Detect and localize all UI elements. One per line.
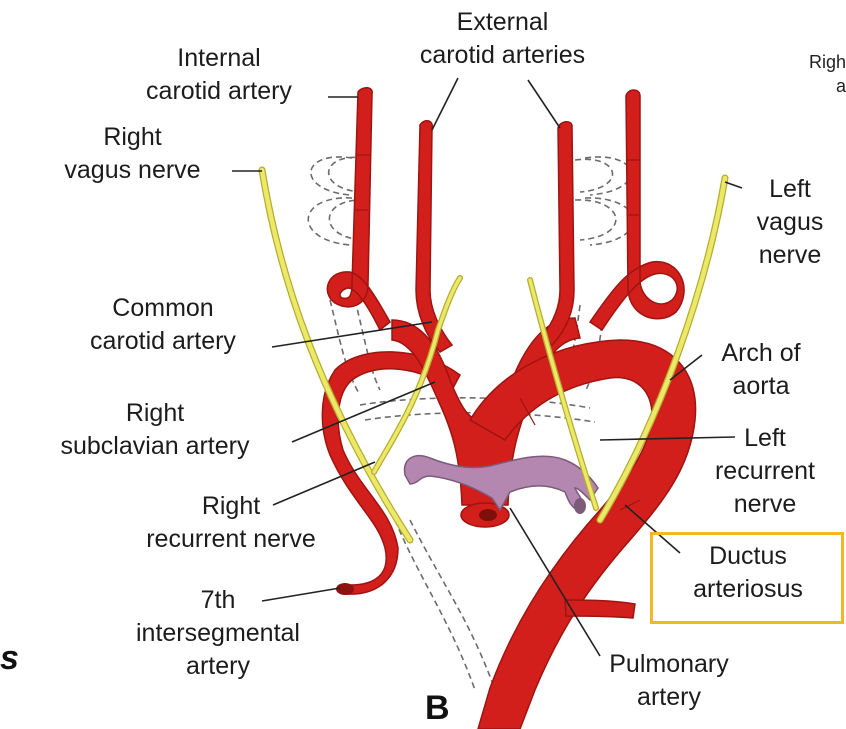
left-external-carotid-shape [542,122,574,345]
label-right-subclavian: Right subclavian artery [15,397,295,463]
pulmonary-arteries-shape [405,456,598,510]
label-7th-intersegmental: 7th intersegmental artery [112,584,324,683]
label-arch-of-aorta: Arch of aorta [695,337,827,403]
label-ductus-arteriosus: Ductus arteriosus [655,540,841,606]
left-pulmonary-lumen [574,498,586,514]
label-internal-carotid: Internal carotid artery [105,42,333,108]
label-common-carotid: Common carotid artery [52,292,274,358]
right-external-carotid-shape [416,121,452,352]
truncus-lumen [479,509,497,521]
label-right-vagus: Right vagus nerve [30,121,235,187]
label-left-recurrent-nerve: Left recurrent nerve [690,422,840,521]
right-internal-carotid-shape [327,88,390,330]
label-right-recurrent-nerve: Right recurrent nerve [104,490,358,556]
cropped-corner-label: Righ a [790,50,846,98]
label-external-carotid: External carotid arteries [375,6,630,72]
cropped-edge-letter: s [0,640,19,676]
label-pulmonary-artery: Pulmonary artery [576,648,762,714]
label-left-vagus: Left vagus nerve [740,173,840,272]
left-internal-carotid-shape [590,90,684,330]
panel-letter: B [425,690,450,726]
